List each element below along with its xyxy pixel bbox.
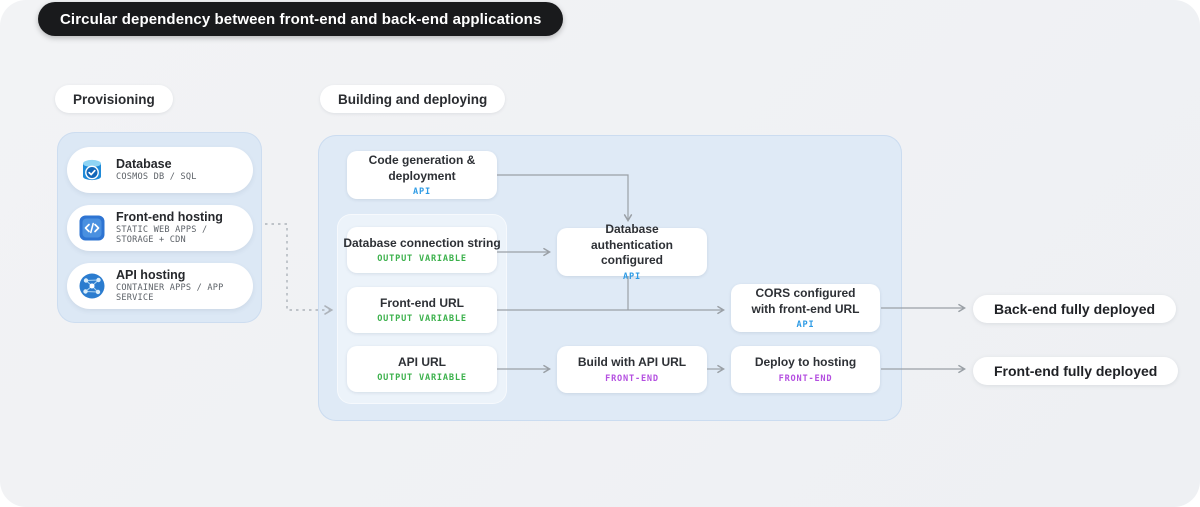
diagram-title-pill: Circular dependency between front-end an… [38,2,564,36]
frontend-url-tag: OUTPUT VARIABLE [377,314,467,325]
node-build-with-api-url: Build with API URL FRONT-END [557,346,707,393]
cors-title: CORS configured with front-end URL [751,285,860,316]
code-brackets-icon [79,215,105,241]
node-database-auth: Database authentication configured API [557,222,707,282]
api-hosting-title: API hosting [116,267,186,282]
card-database: Database COSMOS DB / SQL [67,147,253,193]
api-url-tag: OUTPUT VARIABLE [377,373,467,384]
database-auth-title: Database authentication configured [590,222,673,268]
frontend-hosting-subtitle: STATIC WEB APPS / STORAGE + CDN [116,225,208,246]
section-label-building: Building and deploying [320,85,506,113]
building-label: Building and deploying [338,91,488,107]
database-icon [83,159,101,181]
database-connection-string-title: Database connection string [343,235,501,250]
node-database-connection-string: Database connection string OUTPUT VARIAB… [343,227,501,273]
database-subtitle: COSMOS DB / SQL [116,172,197,183]
node-deploy-to-hosting: Deploy to hosting FRONT-END [731,346,880,393]
deploy-to-hosting-title: Deploy to hosting [754,355,857,370]
backend-deployed-label: Back-end fully deployed [994,301,1156,317]
database-connection-string-tag: OUTPUT VARIABLE [377,254,467,265]
frontend-deployed-label: Front-end fully deployed [994,363,1158,379]
deploy-to-hosting-tag: FRONT-END [778,373,833,384]
code-generation-tag: API [413,187,431,198]
api-url-title: API URL [398,354,446,369]
frontend-hosting-title: Front-end hosting [116,209,223,224]
section-label-provisioning: Provisioning [55,85,173,113]
outcome-backend-deployed: Back-end fully deployed [973,295,1177,323]
node-frontend-url: Front-end URL OUTPUT VARIABLE [347,287,497,333]
diagram-title: Circular dependency between front-end an… [60,10,542,28]
provisioning-label: Provisioning [73,91,155,107]
database-auth-tag: API [623,271,641,282]
outcome-frontend-deployed: Front-end fully deployed [973,357,1179,385]
node-cors: CORS configured with front-end URL API [731,284,880,332]
build-with-api-url-tag: FRONT-END [605,373,659,384]
code-generation-title: Code generation & deployment [368,152,476,183]
api-hosting-subtitle: CONTAINER APPS / APP SERVICE [116,283,224,304]
cors-tag: API [796,320,815,331]
build-with-api-url-title: Build with API URL [577,355,687,370]
node-api-url: API URL OUTPUT VARIABLE [347,346,497,392]
card-api-hosting: API hosting CONTAINER APPS / APP SERVICE [67,263,253,309]
globe-network-icon [79,273,105,299]
frontend-url-title: Front-end URL [380,295,464,310]
card-frontend-hosting: Front-end hosting STATIC WEB APPS / STOR… [67,205,253,251]
node-code-generation: Code generation & deployment API [347,151,497,199]
database-title: Database [116,156,172,171]
